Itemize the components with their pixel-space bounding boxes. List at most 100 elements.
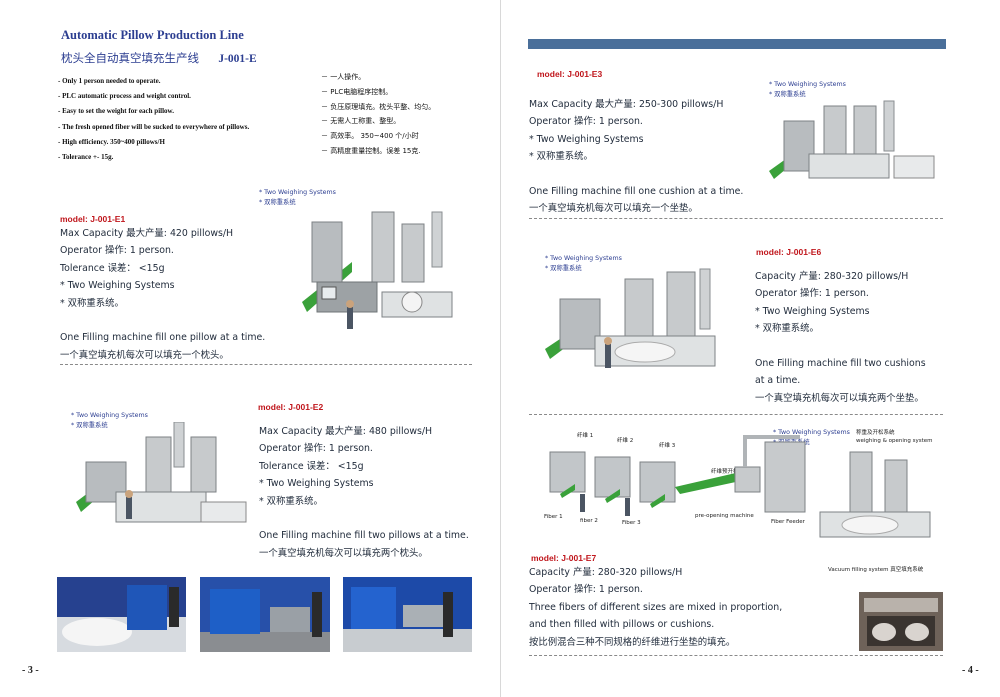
top-color-bar bbox=[528, 39, 946, 49]
e2-spec-line: * 双称重系统。 bbox=[259, 495, 323, 507]
feature-cn-item: － 高效率。 350~400 个/小时 bbox=[321, 132, 419, 141]
page-number-left: - 3 - bbox=[22, 665, 39, 676]
e1-model-label: model: J-001-E1 bbox=[60, 214, 126, 224]
e7-line-diagram bbox=[540, 432, 940, 557]
e6-model-label: model: J-001-E6 bbox=[756, 247, 822, 257]
e1-spec-line: * Two Weighing Systems bbox=[60, 280, 175, 292]
e7-model-label: model: J-001-E7 bbox=[531, 553, 597, 563]
e7-label-fiber2-en: fiber 2 bbox=[580, 518, 598, 524]
e6-spec-line: Capacity 产量: 280-320 pillows/H bbox=[755, 271, 909, 282]
page-title-cn: 枕头全自动真空填充生产线 J-001-E bbox=[61, 50, 257, 66]
features-cn-list: － 一人操作。 － PLC电脑程序控制。 － 负压原理填充。枕头平整、均匀。 －… bbox=[321, 70, 435, 159]
e1-spec-block: Max Capacity 最大产量: 420 pillows/H Operato… bbox=[60, 225, 265, 364]
e3-spec-gap bbox=[529, 166, 743, 183]
e2-machine-image bbox=[66, 422, 252, 542]
e7-label-preopen-en: pre-opening machine bbox=[695, 513, 754, 519]
page-spread-divider bbox=[500, 0, 501, 697]
e7-label-fiber1-cn: 纤维 1 bbox=[577, 433, 594, 439]
e2-spec-block: Max Capacity 最大产量: 480 pillows/H Operato… bbox=[259, 423, 469, 562]
e3-model-label: model: J-001-E3 bbox=[537, 69, 603, 79]
e6-weighing-label: * Two Weighing Systems * 双称重系统 bbox=[545, 254, 622, 273]
factory-photo-1 bbox=[57, 577, 186, 652]
e7-label-weigh-open-cn: 称重及开松系统 bbox=[856, 430, 895, 436]
e7-spec-line: Capacity 产量: 280-320 pillows/H bbox=[529, 567, 683, 578]
e1-spec-line: Operator 操作: 1 person. bbox=[60, 245, 174, 257]
factory-photo-2 bbox=[200, 577, 330, 652]
e7-label-fiber3-en: Fiber 3 bbox=[622, 520, 641, 526]
e7-label-weigh-open: 称重及开松系统 weighing & opening system bbox=[856, 429, 933, 445]
e6-spec-line: Operator 操作: 1 person. bbox=[755, 288, 869, 300]
e1-machine-image bbox=[262, 202, 472, 342]
e1-weighing-label: * Two Weighing Systems * 双称重系统 bbox=[259, 188, 336, 207]
e7-label-fiber3-cn: 纤维 3 bbox=[659, 443, 676, 449]
e1-spec-gap bbox=[60, 312, 265, 329]
e7-vacuum-photo bbox=[859, 592, 943, 651]
e7-divider bbox=[529, 655, 943, 656]
e3-weighing-label-cn: * 双称重系统 bbox=[769, 90, 806, 98]
e3-divider bbox=[529, 218, 943, 219]
e3-spec-line: Max Capacity 最大产量: 250-300 pillows/H bbox=[529, 99, 724, 110]
feature-cn-item: － 一人操作。 bbox=[321, 73, 366, 81]
e6-spec-line: One Filling machine fill two cushions bbox=[755, 358, 926, 370]
e6-divider bbox=[529, 414, 943, 415]
feature-en-item: - Tolerance +- 15g. bbox=[58, 153, 114, 162]
e2-spec-line: One Filling machine fill two pillows at … bbox=[259, 530, 469, 542]
e6-weighing-label-en: * Two Weighing Systems bbox=[545, 255, 622, 262]
e2-weighing-label: * Two Weighing Systems * 双称重系统 bbox=[71, 411, 148, 430]
e1-weighing-label-cn: * 双称重系统 bbox=[259, 198, 296, 206]
feature-en-item: - Only 1 person needed to operate. bbox=[58, 77, 161, 85]
e1-spec-line: Max Capacity 最大产量: 420 pillows/H bbox=[60, 228, 234, 239]
e7-spec-block: Capacity 产量: 280-320 pillows/H Operator … bbox=[529, 564, 782, 651]
e6-spec-gap bbox=[755, 338, 926, 355]
e2-spec-line: Max Capacity 最大产量: 480 pillows/H bbox=[259, 426, 433, 437]
e2-model-label: model: J-001-E2 bbox=[258, 402, 324, 412]
e7-spec-line: and then filled with pillows or cushions… bbox=[529, 619, 715, 631]
e1-divider bbox=[60, 364, 472, 365]
e6-spec-line: * Two Weighing Systems bbox=[755, 305, 870, 317]
e6-spec-line: * 双称重系统。 bbox=[755, 323, 819, 335]
e6-machine-image bbox=[535, 264, 745, 389]
page-number-right: - 4 - bbox=[962, 665, 979, 676]
e2-spec-line: * Two Weighing Systems bbox=[259, 478, 374, 490]
e2-spec-line: Operator 操作: 1 person. bbox=[259, 443, 373, 455]
e2-weighing-label-cn: * 双称重系统 bbox=[71, 421, 108, 429]
factory-photo-3 bbox=[343, 577, 472, 652]
e7-label-fiber2-cn: 纤维 2 bbox=[617, 438, 634, 444]
e1-weighing-label-en: * Two Weighing Systems bbox=[259, 189, 336, 196]
e7-weighing-label-en: * Two Weighing Systems bbox=[773, 429, 850, 436]
e7-label-vacuum: Vacuum filling system 真空填充系统 bbox=[828, 567, 924, 573]
e7-label-fiber1-en: Fiber 1 bbox=[544, 514, 563, 520]
e2-spec-gap bbox=[259, 510, 469, 527]
e2-spec-line: Tolerance 误差： <15g bbox=[259, 460, 364, 472]
e6-spec-line: at a time. bbox=[755, 375, 801, 387]
e1-spec-line: Tolerance 误差： <15g bbox=[60, 262, 165, 274]
features-en-list: - Only 1 person needed to operate. - PLC… bbox=[58, 74, 249, 165]
e2-spec-line: 一个真空填充机每次可以填充两个枕头。 bbox=[259, 547, 428, 559]
feature-en-item: - Easy to set the weight for each pillow… bbox=[58, 107, 174, 116]
e6-spec-block: Capacity 产量: 280-320 pillows/H Operator … bbox=[755, 268, 926, 407]
e3-spec-line: Operator 操作: 1 person. bbox=[529, 116, 643, 128]
feature-cn-item: － 无需人工称重、整型。 bbox=[321, 117, 401, 126]
e1-spec-line: 一个真空填充机每次可以填充一个枕头。 bbox=[60, 349, 229, 361]
feature-en-item: - The fresh opened fiber will be sucked … bbox=[58, 122, 250, 131]
e3-machine-image bbox=[764, 96, 944, 196]
feature-en-item: - High efficiency. 350~400 pillows/H bbox=[58, 137, 165, 146]
e3-spec-line: 一个真空填充机每次可以填充一个坐垫。 bbox=[529, 203, 698, 215]
e3-spec-line: * Two Weighing Systems bbox=[529, 133, 644, 145]
e6-weighing-label-cn: * 双称重系统 bbox=[545, 264, 582, 272]
e1-spec-line: One Filling machine fill one pillow at a… bbox=[60, 332, 266, 344]
page-title-code: J-001-E bbox=[218, 53, 257, 65]
feature-cn-item: － 高精度重量控制。误差 15克. bbox=[321, 146, 421, 155]
e3-weighing-label-en: * Two Weighing Systems bbox=[769, 81, 846, 88]
e1-spec-line: * 双称重系统。 bbox=[60, 297, 124, 309]
e2-weighing-label-en: * Two Weighing Systems bbox=[71, 412, 148, 419]
e7-spec-line: 按比例混合三种不同规格的纤维进行坐垫的填充。 bbox=[529, 636, 736, 648]
e3-spec-line: One Filling machine fill one cushion at … bbox=[529, 186, 744, 198]
feature-cn-item: － PLC电脑程序控制。 bbox=[321, 87, 393, 96]
page-title-en: Automatic Pillow Production Line bbox=[61, 28, 244, 42]
feature-en-item: - PLC automatic process and weight contr… bbox=[58, 92, 191, 101]
e3-spec-block: Max Capacity 最大产量: 250-300 pillows/H Ope… bbox=[529, 96, 743, 218]
e7-label-weigh-open-en: weighing & opening system bbox=[856, 438, 933, 444]
e3-spec-line: * 双称重系统。 bbox=[529, 151, 593, 163]
e7-spec-line: Three fibers of different sizes are mixe… bbox=[529, 601, 783, 613]
